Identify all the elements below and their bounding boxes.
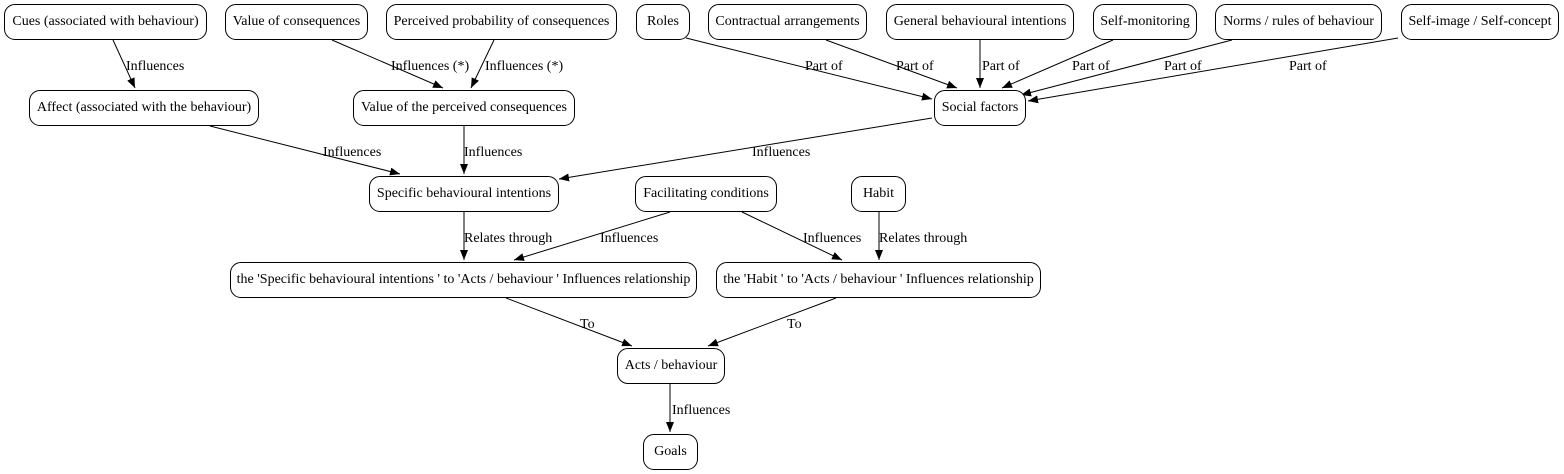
node-self-image: Self-image / Self-concept bbox=[1401, 4, 1559, 40]
edge-label: Part of bbox=[1164, 59, 1202, 74]
node-habit-relationship: the 'Habit ' to 'Acts / behaviour ' Infl… bbox=[716, 262, 1041, 298]
node-specific-intentions-relationship: the 'Specific behavioural intentions ' t… bbox=[230, 262, 697, 298]
edge-label: Influences bbox=[323, 145, 381, 160]
node-norms-rules: Norms / rules of behaviour bbox=[1215, 4, 1382, 40]
edge-self-monitoring-to-social bbox=[1001, 39, 1114, 89]
edge-affect-to-specific-intent bbox=[209, 125, 401, 176]
edge-cues-to-affect bbox=[112, 39, 136, 89]
edge-value-conseq-to-value-perceived bbox=[331, 39, 444, 89]
node-value-of-perceived-consequences: Value of the perceived consequences bbox=[353, 90, 575, 126]
edge-label: Part of bbox=[1289, 59, 1327, 74]
edge-label: Influences bbox=[600, 231, 658, 246]
node-habit: Habit bbox=[851, 176, 906, 212]
node-goals: Goals bbox=[643, 434, 698, 470]
edge-label: Influences bbox=[803, 231, 861, 246]
node-specific-behavioural-intentions: Specific behavioural intentions bbox=[369, 176, 559, 212]
edge-label: Part of bbox=[982, 59, 1020, 74]
edge-label: To bbox=[787, 317, 802, 332]
edge-label: Part of bbox=[1072, 59, 1110, 74]
node-roles: Roles bbox=[636, 4, 690, 40]
node-value-of-consequences: Value of consequences bbox=[225, 4, 368, 40]
edge-label: Influences bbox=[672, 403, 730, 418]
node-affect: Affect (associated with the behaviour) bbox=[29, 90, 259, 126]
edge-rel-specific-to-acts bbox=[505, 297, 633, 347]
node-acts-behaviour: Acts / behaviour bbox=[617, 348, 725, 384]
edge-label: Influences bbox=[464, 145, 522, 160]
edge-label: Part of bbox=[805, 59, 843, 74]
node-perceived-probability: Perceived probability of consequences bbox=[386, 4, 617, 40]
edge-norms-to-social bbox=[1020, 39, 1233, 97]
edge-perceived-prob-to-value-perceived bbox=[470, 39, 495, 89]
edge-facilitating-to-rel-specific bbox=[513, 211, 671, 261]
node-facilitating-conditions: Facilitating conditions bbox=[635, 176, 777, 212]
edge-self-image-to-social bbox=[1027, 37, 1399, 104]
edge-label: Influences bbox=[126, 59, 184, 74]
node-self-monitoring: Self-monitoring bbox=[1093, 4, 1197, 40]
edge-label: Influences (*) bbox=[485, 59, 563, 74]
node-contractual-arrangements: Contractual arrangements bbox=[708, 4, 867, 40]
edge-label: Influences (*) bbox=[391, 59, 469, 74]
edge-contractual-to-social bbox=[825, 39, 958, 89]
edge-label: Part of bbox=[896, 59, 934, 74]
node-social-factors: Social factors bbox=[934, 90, 1026, 126]
node-general-behavioural-intentions: General behavioural intentions bbox=[886, 4, 1074, 40]
node-cues: Cues (associated with behaviour) bbox=[4, 4, 207, 40]
edge-label: Influences bbox=[752, 145, 810, 160]
edge-label: Relates through bbox=[879, 231, 967, 246]
edge-facilitating-to-rel-habit bbox=[741, 211, 843, 261]
edge-label: Relates through bbox=[464, 231, 552, 246]
edge-rel-habit-to-acts bbox=[707, 297, 837, 347]
edge-social-to-specific-intent bbox=[558, 117, 933, 182]
edge-label: To bbox=[580, 317, 595, 332]
edge-roles-to-social bbox=[685, 37, 933, 101]
